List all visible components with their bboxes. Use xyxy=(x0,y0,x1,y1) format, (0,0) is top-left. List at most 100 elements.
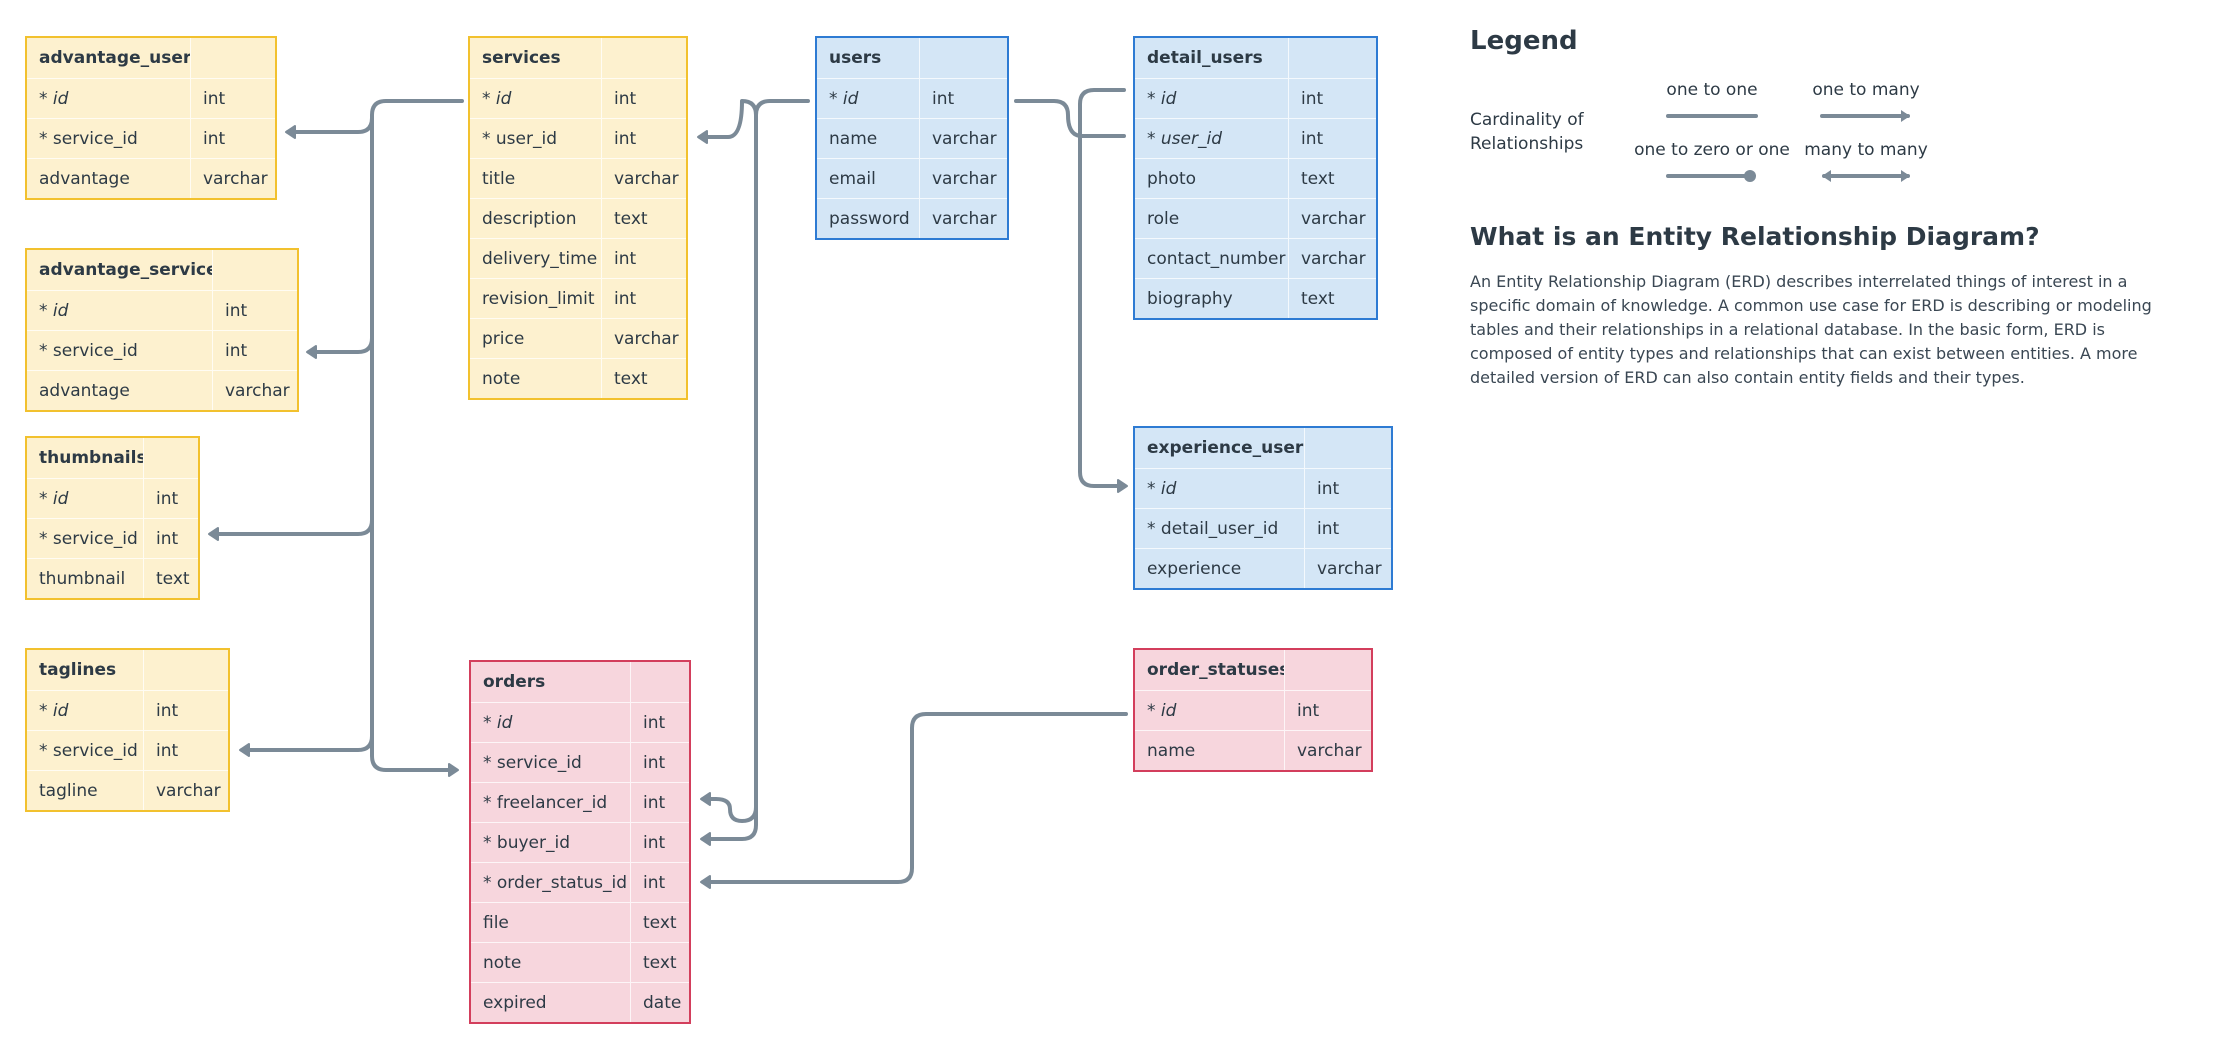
field-name: * buyer_id xyxy=(471,823,631,862)
field-type: int xyxy=(156,700,179,721)
legend-panel: Legend Cardinality of Relationships one … xyxy=(1470,26,2190,387)
field-name: expired xyxy=(471,983,631,1022)
field-name: * service_id xyxy=(27,519,144,558)
field-type: date xyxy=(643,992,682,1013)
field-name: * service_id xyxy=(27,731,144,770)
field-name: * id xyxy=(27,79,191,118)
one-to-one-icon xyxy=(1666,114,1758,118)
field-type: text xyxy=(1301,168,1335,189)
crowfoot-orders-status xyxy=(700,875,711,889)
connector-services-advantage-users xyxy=(286,116,374,134)
field-name: revision_limit xyxy=(470,279,602,318)
field-type: text xyxy=(1301,288,1335,309)
field-name: * user_id xyxy=(470,119,602,158)
field-type: varchar xyxy=(932,128,997,149)
crowfoot-advantage-users xyxy=(285,125,296,139)
field-name: * id xyxy=(1135,79,1289,118)
field-type: varchar xyxy=(1297,740,1362,761)
field-type: text xyxy=(643,912,677,933)
field-type: varchar xyxy=(1301,208,1366,229)
field-type: int xyxy=(932,88,955,109)
field-type: int xyxy=(1297,700,1320,721)
field-type: int xyxy=(1317,478,1340,499)
entity-title: detail_users xyxy=(1135,38,1289,78)
field-name: contact_number xyxy=(1135,239,1289,278)
connector-users-freelancer xyxy=(701,797,758,823)
field-type: int xyxy=(643,752,666,773)
entity-title: services xyxy=(470,38,602,78)
legend-many-to-many: many to many xyxy=(1776,140,1956,184)
entity-title: advantage_users xyxy=(27,38,191,78)
connector-users-detail-users xyxy=(1014,99,1126,138)
field-name: * id xyxy=(27,291,213,330)
field-type: int xyxy=(203,88,226,109)
field-type: text xyxy=(614,368,648,389)
legend-label: one to zero or one xyxy=(1634,140,1790,160)
connector-detail-users-experience-users xyxy=(1078,88,1126,488)
one-to-many-icon xyxy=(1820,110,1910,122)
field-name: * service_id xyxy=(27,119,191,158)
field-type: int xyxy=(225,340,248,361)
field-type: int xyxy=(225,300,248,321)
crowfoot-advantage-services xyxy=(306,345,317,359)
info-title: What is an Entity Relationship Diagram? xyxy=(1470,222,2040,251)
field-type: int xyxy=(643,792,666,813)
entity-experience-users[interactable]: experience_users * id int * detail_user_i… xyxy=(1133,426,1393,590)
field-name: biography xyxy=(1135,279,1289,318)
crowfoot-thumbnails xyxy=(208,527,219,541)
field-type: int xyxy=(1317,518,1340,539)
field-name: * id xyxy=(1135,469,1305,508)
field-type: int xyxy=(643,712,666,733)
many-to-many-icon xyxy=(1822,170,1910,182)
entity-title: order_statuses xyxy=(1135,650,1285,690)
field-type: int xyxy=(1301,128,1324,149)
field-name: password xyxy=(817,199,920,238)
connector-services-taglines xyxy=(240,734,374,752)
field-name: * service_id xyxy=(27,331,213,370)
field-name: * id xyxy=(817,79,920,118)
field-name: * detail_user_id xyxy=(1135,509,1305,548)
field-type: int xyxy=(614,88,637,109)
crowfoot-services-user xyxy=(697,130,708,144)
field-name: note xyxy=(471,943,631,982)
entity-title: thumbnails xyxy=(27,438,144,478)
entity-title: experience_users xyxy=(1135,428,1305,468)
field-type: int xyxy=(1301,88,1324,109)
field-name: file xyxy=(471,903,631,942)
field-type: int xyxy=(643,832,666,853)
field-type: varchar xyxy=(1317,558,1382,579)
field-name: title xyxy=(470,159,602,198)
field-name: note xyxy=(470,359,602,398)
field-type: varchar xyxy=(1301,248,1366,269)
field-name: * id xyxy=(470,79,602,118)
connector-services-advantage-services xyxy=(307,336,374,354)
field-type: text xyxy=(156,568,190,589)
field-type: varchar xyxy=(156,780,221,801)
field-name: * order_status_id xyxy=(471,863,631,902)
entity-title: taglines xyxy=(27,650,144,690)
crowfoot-experience-users xyxy=(1117,479,1128,493)
field-type: int xyxy=(156,528,179,549)
field-type: int xyxy=(156,740,179,761)
legend-one-to-one: one to one xyxy=(1622,80,1802,124)
field-name: name xyxy=(817,119,920,158)
field-name: description xyxy=(470,199,602,238)
legend-one-to-zero-or-one: one to zero or one xyxy=(1622,140,1802,184)
field-name: * freelancer_id xyxy=(471,783,631,822)
connector-services-trunk xyxy=(370,99,464,772)
field-type: varchar xyxy=(614,168,679,189)
field-name: price xyxy=(470,319,602,358)
connector-order-statuses-orders xyxy=(701,712,1128,884)
field-type: int xyxy=(614,248,637,269)
field-type: varchar xyxy=(932,208,997,229)
one-to-zero-or-one-icon xyxy=(1666,170,1756,182)
